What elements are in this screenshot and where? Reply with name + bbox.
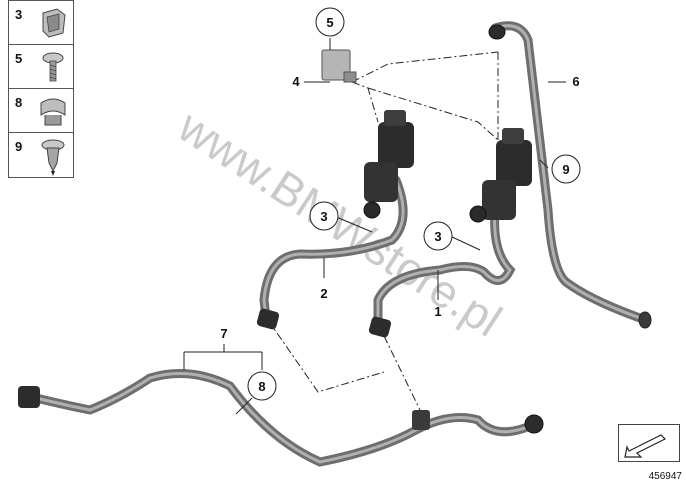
hose-7: [18, 369, 544, 467]
legend-item-screw: 5: [9, 45, 73, 89]
leader-line: [351, 81, 379, 123]
callout-line: [333, 215, 373, 233]
leader-line: [267, 319, 385, 393]
callout-lines: [183, 38, 566, 415]
hose-6: [488, 21, 652, 329]
callout-3b: 3: [434, 229, 441, 244]
bracket-4: [321, 49, 357, 83]
legend-number: 3: [15, 7, 23, 22]
legend-number: 8: [15, 95, 23, 110]
callout-line: [539, 159, 549, 169]
valve-right: [469, 128, 532, 223]
callout-circle-3b: [423, 221, 453, 251]
legend-item-clip: 3: [9, 1, 73, 45]
callout-2: 2: [320, 286, 327, 301]
expanding-rivet-icon: [41, 139, 65, 176]
hose-1: [368, 195, 516, 338]
leader-line: [383, 335, 421, 411]
bracket-clip-icon: [40, 98, 66, 126]
callout-3a: 3: [320, 209, 327, 224]
hose-2: [256, 175, 408, 330]
legend-number: 9: [15, 139, 23, 154]
leader-line: [351, 51, 499, 83]
legend-item-bracket-clip: 8: [9, 89, 73, 133]
callout-circle-8: [247, 371, 277, 401]
clip-icon: [42, 8, 66, 38]
callout-1: 1: [434, 304, 441, 319]
callout-5: 5: [326, 15, 333, 30]
callout-line: [449, 235, 481, 251]
screw-icon: [42, 52, 64, 82]
document-number: 456947: [648, 471, 682, 482]
legend-item-expanding-rivet: 9: [9, 133, 73, 177]
leader-line: [367, 87, 499, 141]
callout-line: [183, 344, 263, 370]
leader-lines: [267, 51, 499, 411]
orientation-arrow-box: [618, 424, 680, 462]
valve-left: [363, 110, 414, 219]
legend-number: 5: [15, 51, 23, 66]
watermark-text: www.BMWstore.pl: [169, 99, 511, 346]
arrow-icon: [624, 434, 667, 458]
callout-7: 7: [220, 326, 227, 341]
callout-circle-5: [315, 7, 345, 37]
callout-9: 9: [562, 162, 569, 177]
callout-line: [235, 397, 253, 415]
callout-4: 4: [292, 74, 300, 89]
callout-6: 6: [572, 74, 579, 89]
callout-circle-3a: [309, 201, 339, 231]
callout-circle-9: [551, 154, 581, 184]
parts-legend: 3 5 8 9: [8, 0, 74, 178]
callout-8: 8: [258, 379, 265, 394]
